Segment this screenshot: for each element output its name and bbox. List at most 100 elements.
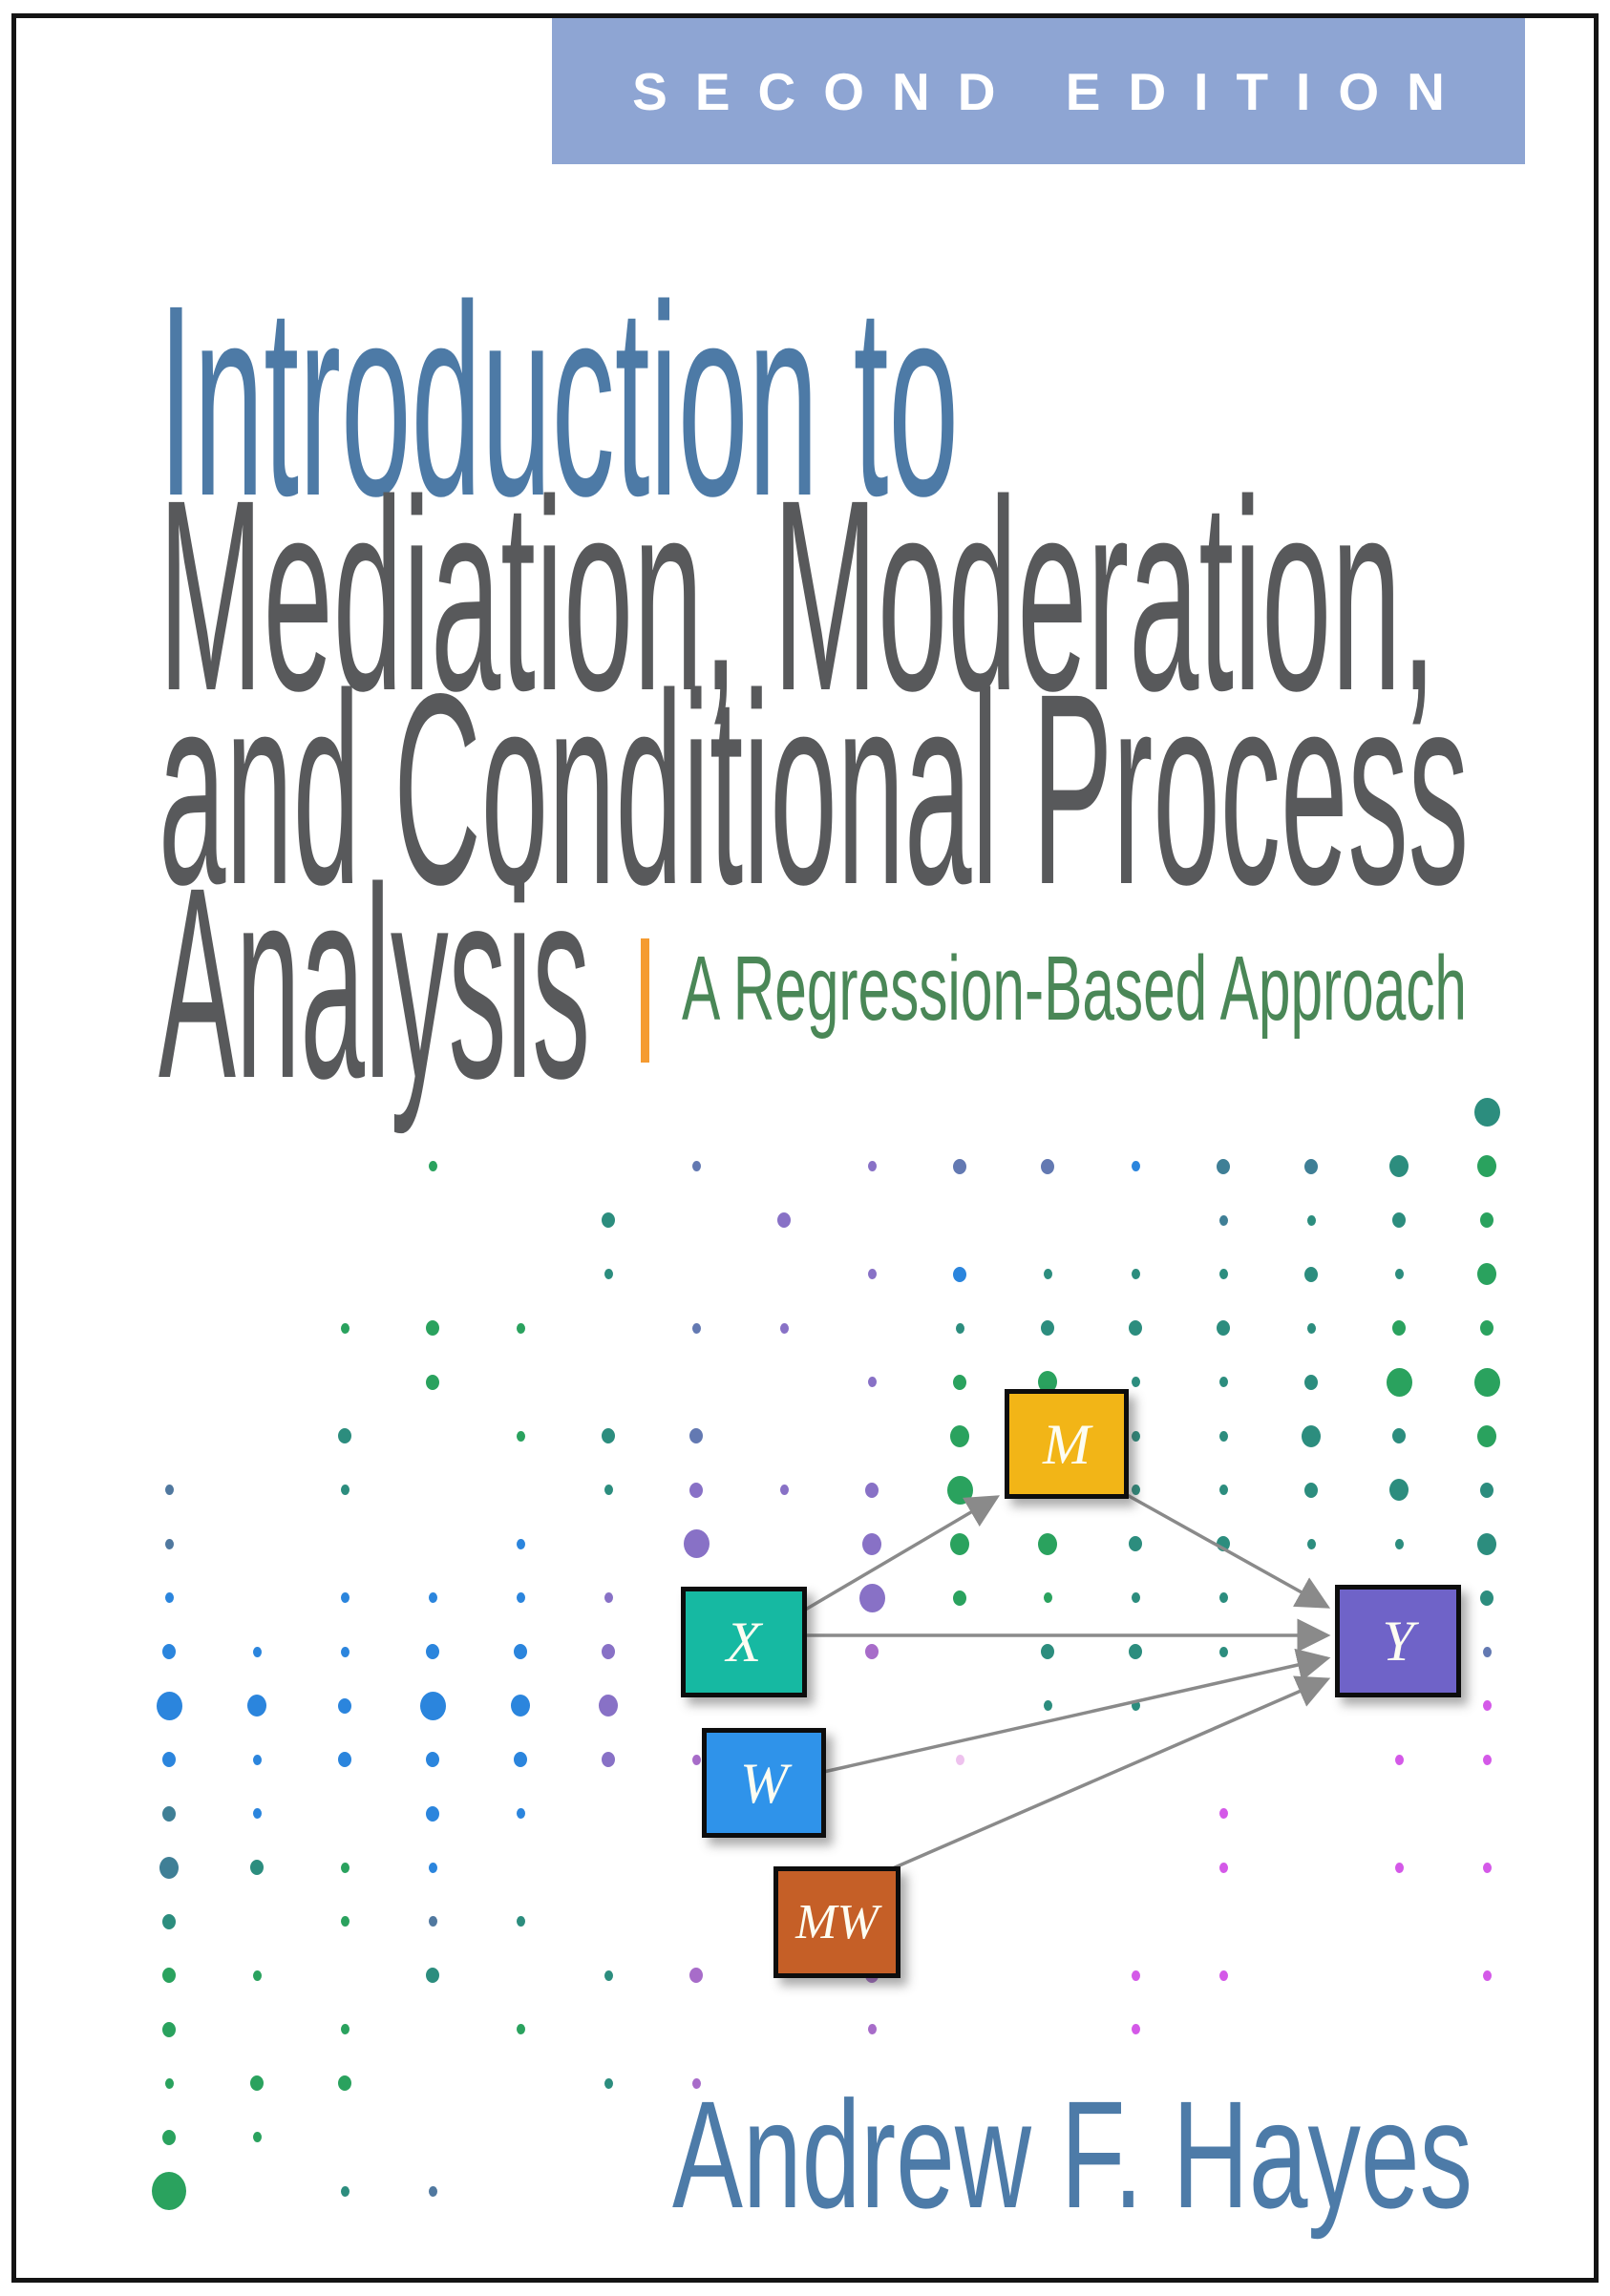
pattern-dot bbox=[1302, 1424, 1321, 1447]
pattern-dot bbox=[1218, 1970, 1228, 1981]
pattern-dot bbox=[247, 1695, 266, 1717]
pattern-dot bbox=[426, 1320, 439, 1336]
pattern-dot bbox=[162, 2021, 176, 2037]
node-x-label: X bbox=[726, 1611, 762, 1674]
pattern-dot bbox=[426, 1644, 439, 1659]
arrow-m-to-y bbox=[1121, 1490, 1331, 1609]
author-name: Andrew F. Hayes bbox=[672, 2069, 1472, 2240]
title-line-4: Analysis bbox=[159, 832, 590, 1136]
pattern-dot bbox=[340, 2185, 350, 2197]
pattern-dot bbox=[691, 1754, 701, 1765]
pattern-dot bbox=[1131, 1377, 1140, 1387]
pattern-dot bbox=[338, 1697, 351, 1714]
pattern-dot bbox=[428, 1916, 437, 1927]
pattern-dot bbox=[1480, 1482, 1493, 1498]
pattern-dot bbox=[1482, 1700, 1492, 1711]
pattern-dot bbox=[1389, 1479, 1409, 1501]
pattern-dot bbox=[516, 2024, 525, 2034]
pattern-dot bbox=[779, 1485, 789, 1495]
pattern-dot bbox=[1218, 1485, 1228, 1495]
pattern-dot bbox=[950, 1532, 969, 1555]
pattern-dot bbox=[164, 1485, 174, 1495]
pattern-dot bbox=[419, 1691, 446, 1720]
node-y-label: Y bbox=[1382, 1610, 1414, 1673]
pattern-dot bbox=[955, 1322, 964, 1334]
pattern-dot bbox=[1129, 1320, 1142, 1336]
pattern-dot bbox=[152, 2172, 186, 2210]
pattern-dot bbox=[1477, 1532, 1496, 1555]
pattern-dot bbox=[691, 2077, 701, 2089]
pattern-dot bbox=[689, 1968, 703, 1983]
pattern-dot bbox=[1218, 1592, 1228, 1603]
pattern-dot bbox=[1218, 1269, 1228, 1279]
pattern-dot bbox=[1041, 1644, 1054, 1659]
pattern-dot bbox=[1131, 1269, 1140, 1279]
pattern-dot bbox=[1482, 1754, 1492, 1765]
pattern-dot bbox=[604, 1592, 613, 1603]
pattern-dot bbox=[689, 1482, 703, 1498]
pattern-dot bbox=[1129, 1644, 1142, 1659]
pattern-dot bbox=[252, 2132, 262, 2142]
pattern-dot bbox=[953, 1266, 966, 1282]
pattern-dot bbox=[1392, 1212, 1406, 1228]
diagram-node-y: Y bbox=[1335, 1585, 1461, 1697]
pattern-dot bbox=[1131, 2024, 1140, 2034]
arrow-w-to-y bbox=[818, 1648, 1331, 1775]
pattern-dot bbox=[1038, 1371, 1057, 1393]
pattern-dot bbox=[1304, 1266, 1318, 1282]
pattern-dot bbox=[340, 1862, 350, 1873]
pattern-dot bbox=[1218, 1377, 1228, 1387]
pattern-dot bbox=[426, 1374, 439, 1390]
pattern-dot bbox=[1394, 1538, 1404, 1549]
pattern-dot bbox=[779, 1322, 789, 1334]
node-mw-label: MW bbox=[795, 1894, 879, 1949]
pattern-dot bbox=[867, 1161, 877, 1171]
edition-banner-label: SECOND EDITION bbox=[632, 61, 1472, 121]
diagram-node-w: W bbox=[702, 1728, 826, 1838]
title-line-2: Mediation, Moderation, bbox=[159, 444, 1436, 748]
pattern-dot bbox=[426, 1968, 439, 1983]
pattern-dot bbox=[1217, 1158, 1230, 1174]
pattern-dot bbox=[162, 1752, 176, 1767]
pattern-dot bbox=[1043, 1592, 1052, 1603]
pattern-dot bbox=[514, 1644, 527, 1659]
pattern-dot bbox=[1218, 1214, 1228, 1226]
pattern-dot bbox=[156, 1691, 182, 1720]
pattern-dot bbox=[691, 1161, 701, 1171]
pattern-dot bbox=[865, 1644, 879, 1659]
pattern-dot bbox=[1304, 1158, 1318, 1174]
pattern-dot bbox=[159, 1856, 179, 1879]
pattern-dot bbox=[1304, 1482, 1318, 1498]
pattern-dot bbox=[516, 1538, 525, 1549]
pattern-dot bbox=[164, 2077, 174, 2089]
pattern-dot bbox=[1041, 1320, 1054, 1336]
pattern-dot bbox=[1394, 1862, 1404, 1873]
pattern-dot bbox=[1304, 1374, 1318, 1390]
pattern-dot bbox=[252, 1754, 262, 1765]
node-m-label: M bbox=[1043, 1412, 1091, 1476]
pattern-dot bbox=[862, 1532, 881, 1555]
pattern-dot bbox=[1394, 1269, 1404, 1279]
pattern-dot bbox=[162, 1644, 176, 1659]
pattern-dot bbox=[1477, 1424, 1496, 1447]
pattern-dot bbox=[1473, 1098, 1500, 1127]
pattern-dot bbox=[1386, 1367, 1412, 1397]
pattern-dot bbox=[1480, 1590, 1493, 1606]
pattern-dot bbox=[426, 1752, 439, 1767]
pattern-dot bbox=[252, 1808, 262, 1819]
pattern-dot bbox=[950, 1424, 969, 1447]
pattern-dot bbox=[162, 1913, 176, 1929]
diagram-node-mw: MW bbox=[773, 1866, 900, 1978]
arrow-mw-to-y bbox=[892, 1675, 1331, 1870]
pattern-dot bbox=[1218, 1430, 1228, 1442]
pattern-dot bbox=[1131, 1700, 1140, 1711]
pattern-dot bbox=[428, 1161, 437, 1171]
subtitle-divider-bar bbox=[641, 938, 649, 1063]
pattern-dot bbox=[604, 1970, 613, 1981]
pattern-dot bbox=[1389, 1155, 1409, 1177]
pattern-dot bbox=[250, 1860, 264, 1875]
pattern-dot bbox=[511, 1695, 530, 1717]
pattern-dot bbox=[1131, 1485, 1140, 1495]
